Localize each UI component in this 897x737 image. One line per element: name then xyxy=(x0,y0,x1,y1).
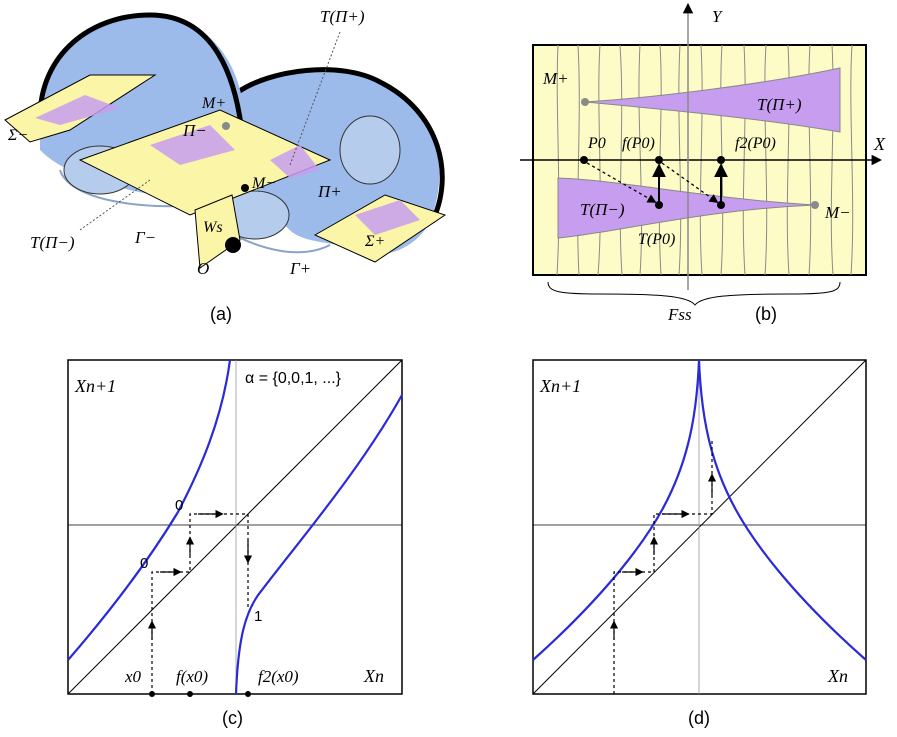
diagonal-d xyxy=(532,359,867,695)
point-f2-P0 xyxy=(717,156,725,164)
diagonal-c xyxy=(67,359,403,695)
label-M-minus-b: M− xyxy=(824,203,851,222)
symbol-0-first: 0 xyxy=(140,555,148,572)
symbol-0-second: 0 xyxy=(175,497,183,514)
label-T-Pi-plus-b: T(Π+) xyxy=(757,95,802,114)
map-branch-left-c xyxy=(67,359,232,661)
alpha-sequence: α = {0,0,1, ...} xyxy=(245,370,342,387)
central-section xyxy=(78,109,332,216)
label-O: O xyxy=(197,259,209,278)
label-M-minus: M− xyxy=(251,175,276,192)
caption-c: (c) xyxy=(222,708,243,728)
symbol-1: 1 xyxy=(254,608,262,625)
pi-plus-purple xyxy=(270,145,320,178)
label-X: X xyxy=(873,134,886,154)
point-f-x0 xyxy=(187,691,193,697)
label-f-P0: f(P0) xyxy=(622,135,655,152)
point-O xyxy=(225,237,241,253)
label-Gamma-plus: Γ+ xyxy=(289,259,311,278)
point-M-plus xyxy=(222,122,230,130)
label-Pi-plus: Π+ xyxy=(317,182,342,201)
label-T-Pi-plus: T(Π+) xyxy=(320,7,365,26)
gamma-plus-outline xyxy=(236,67,445,224)
label-T-Pi-minus: T(Π−) xyxy=(30,233,75,252)
point-x0 xyxy=(149,691,155,697)
Fss-brace xyxy=(547,281,841,306)
label-Fss: Fss xyxy=(667,305,692,324)
point-M-plus-b xyxy=(581,98,589,106)
panel-d: Xn+1 Xn (d) xyxy=(532,359,867,728)
label-Xn1-c: Xn+1 xyxy=(74,376,116,396)
panel-a: T(Π+) M+ Σ− Π− M− Π+ Ws T(Π−) Γ− O Γ+ Σ+… xyxy=(4,7,447,324)
label-Xn-c: Xn xyxy=(363,666,384,686)
panel-b: Y X M+ P0 f(P0) f2(P0) T(Π+) T(Π−) T(P0)… xyxy=(520,2,886,324)
point-f2-x0 xyxy=(245,691,251,697)
cobweb-d xyxy=(613,440,713,694)
label-x0: x0 xyxy=(124,667,142,686)
label-P0: P0 xyxy=(587,135,606,152)
gamma-minus-outline xyxy=(37,12,248,189)
label-f2-P0: f2(P0) xyxy=(735,135,776,152)
label-Xn-d: Xn xyxy=(827,666,848,686)
caption-a: (a) xyxy=(210,304,232,324)
label-Pi-minus: Π− xyxy=(182,121,207,140)
caption-b: (b) xyxy=(755,304,777,324)
map-branch-left-d xyxy=(532,359,701,661)
label-M-plus: M+ xyxy=(201,95,226,112)
label-f2-x0: f2(x0) xyxy=(258,667,299,686)
label-T-Pi-minus-b: T(Π−) xyxy=(580,200,625,219)
panel-c: Xn+1 α = {0,0,1, ...} Xn x0 f(x0) f2(x0)… xyxy=(67,359,403,728)
label-Gamma-minus: Γ− xyxy=(134,228,156,247)
point-M-minus xyxy=(241,184,249,192)
ws-section xyxy=(194,194,241,269)
arrow-P0-to-T xyxy=(586,162,657,203)
torus-hole-right2 xyxy=(339,115,401,185)
label-Sigma-minus: Σ− xyxy=(7,127,28,144)
label-f-x0: f(x0) xyxy=(176,667,208,686)
label-M-plus-b: M+ xyxy=(542,69,569,88)
point-M-minus-b xyxy=(811,201,819,209)
map-branch-right-c xyxy=(234,394,403,695)
sigma-minus-purple xyxy=(35,95,120,125)
pi-minus-purple xyxy=(150,125,235,165)
sigma-plus-purple xyxy=(355,200,420,235)
arrow-fP0-to-T xyxy=(661,162,719,204)
map-branch-right-d xyxy=(697,359,867,661)
label-Sigma-plus: Σ+ xyxy=(364,233,385,250)
point-f-P0 xyxy=(655,156,663,164)
point-P0 xyxy=(580,156,588,164)
label-T-P0: T(P0) xyxy=(638,231,675,248)
caption-d: (d) xyxy=(688,708,710,728)
label-Y: Y xyxy=(712,7,723,26)
T-Pi-plus-region xyxy=(584,67,841,133)
label-Ws: Ws xyxy=(203,219,223,236)
label-Xn1-d: Xn+1 xyxy=(539,376,581,396)
